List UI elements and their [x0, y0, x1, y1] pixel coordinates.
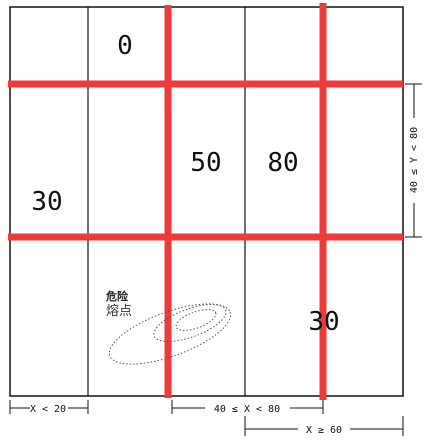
hotspot-subtitle: 熔点 [106, 304, 132, 319]
hotspot-contour-outer [108, 303, 232, 365]
hotspot-contour-middle [153, 304, 227, 342]
dimension-y-40-80 [405, 83, 422, 238]
cell-value-middle-col1: 30 [31, 187, 62, 217]
dimension-x-ge-60 [244, 416, 404, 436]
cell-value-bottom-col5: 30 [308, 307, 339, 337]
hotspot-contours [108, 303, 232, 365]
hotspot-title: 危险 [105, 289, 129, 303]
grid-frame [9, 6, 404, 397]
cell-value-middle-col4: 80 [267, 148, 298, 178]
hotspot-contour-inner [175, 309, 217, 331]
dimension-y-40-80-label: 40 ≤ Y < 80 [409, 127, 420, 193]
cell-value-middle-col3: 50 [190, 148, 221, 178]
dimension-x-ge-60-label: X ≥ 60 [306, 425, 342, 436]
dimension-x-lt-20 [9, 400, 89, 414]
cell-value-top-col2: 0 [117, 31, 133, 61]
dimension-x-40-80-label: 40 ≤ X < 80 [214, 404, 280, 415]
dimension-x-40-80 [171, 400, 324, 414]
dimension-x-lt-20-label: X < 20 [30, 404, 66, 415]
